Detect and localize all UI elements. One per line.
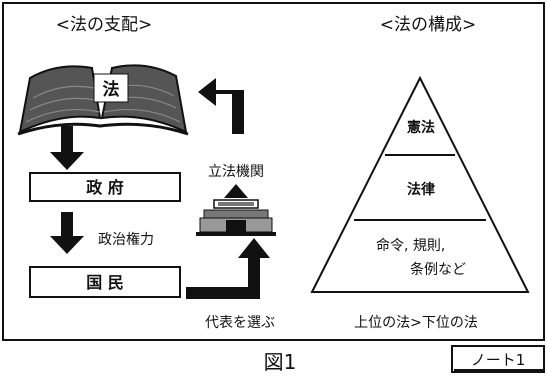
government-box bbox=[29, 172, 181, 202]
pyramid-tier-constitution: 憲法 bbox=[406, 119, 435, 136]
book-label: 法 bbox=[103, 79, 120, 100]
legislature-label: 立法機関 bbox=[208, 164, 264, 180]
note-tag: ノート1 bbox=[471, 351, 526, 369]
law-pyramid bbox=[310, 75, 530, 293]
note-tag-box bbox=[451, 345, 545, 373]
citizens-box bbox=[29, 266, 181, 298]
down-arrow-icon bbox=[50, 126, 84, 170]
pyramid-tier-ordinances-line1: 命令, 規則, bbox=[376, 237, 445, 254]
book-label-box bbox=[93, 73, 129, 103]
elect-representatives-label: 代表を選ぶ bbox=[205, 315, 275, 331]
book-icon bbox=[17, 64, 189, 136]
citizens-label: 国 民 bbox=[86, 273, 124, 292]
down-arrow-icon-2 bbox=[50, 212, 84, 254]
up-arrow-icon bbox=[186, 238, 270, 299]
pyramid-tier-ordinances-line2: 条例など bbox=[410, 261, 466, 278]
political-power-label: 政治権力 bbox=[98, 231, 154, 248]
legal-structure-title: <法の構成> bbox=[380, 15, 477, 35]
rule-of-law-title: <法の支配> bbox=[56, 15, 153, 35]
building-icon bbox=[196, 184, 276, 236]
hierarchy-note: 上位の法>下位の法 bbox=[354, 315, 478, 331]
left-arrow-icon bbox=[198, 78, 244, 134]
figure-caption: 図1 bbox=[264, 350, 297, 374]
pyramid-tier-laws: 法律 bbox=[407, 181, 435, 198]
government-label: 政 府 bbox=[86, 178, 124, 197]
